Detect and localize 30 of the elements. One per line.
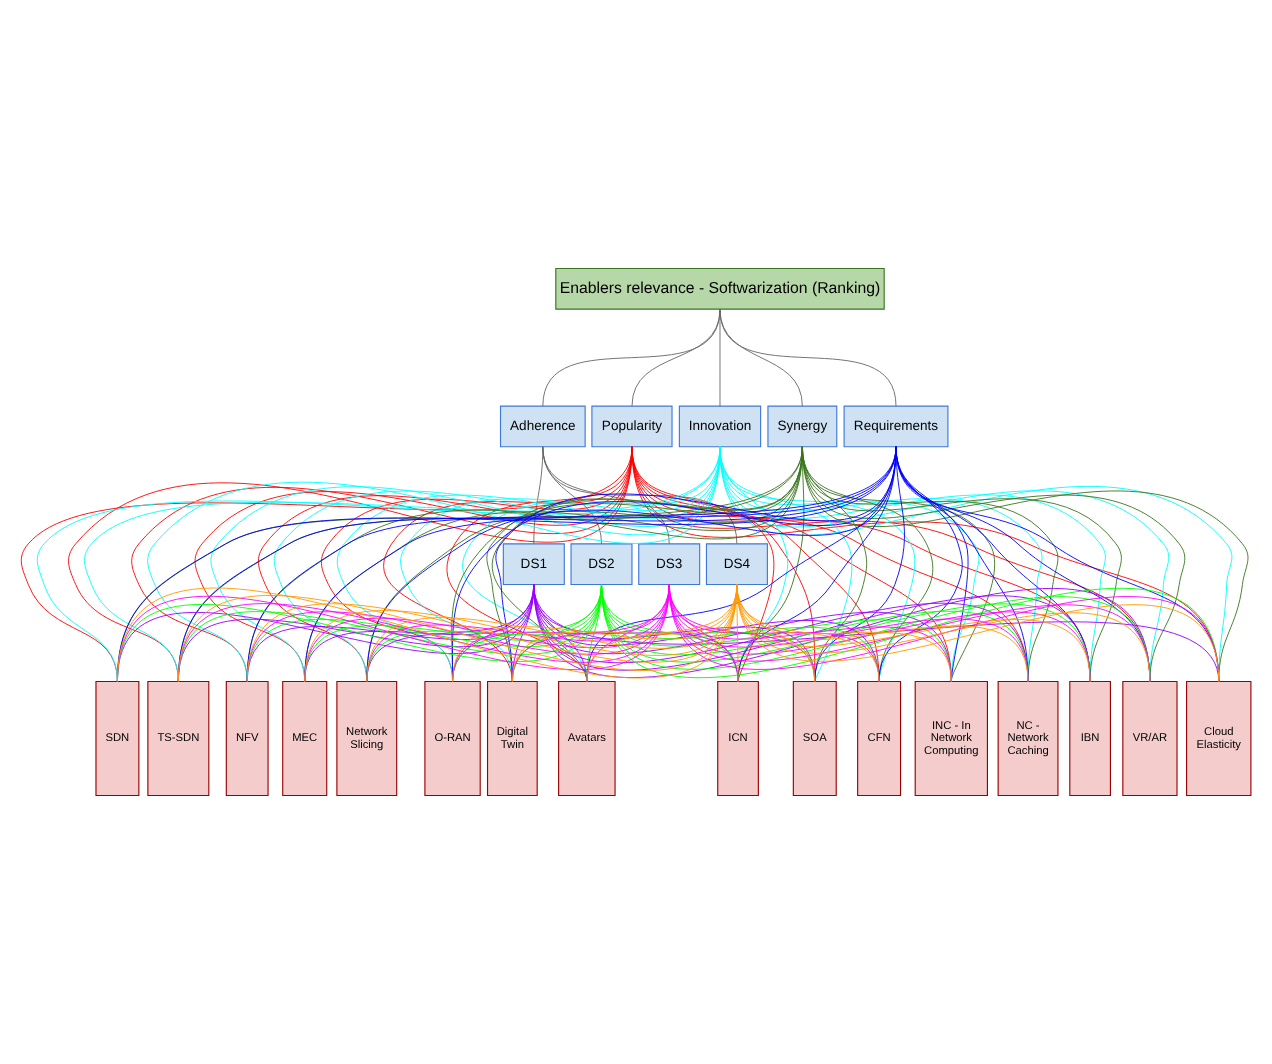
connector (601, 584, 816, 682)
connector (533, 584, 952, 682)
connector (719, 308, 721, 407)
connector (719, 446, 1043, 682)
connector (533, 584, 816, 682)
connector (246, 584, 602, 682)
connector (452, 584, 602, 682)
connector (366, 584, 602, 682)
connector (511, 584, 602, 682)
connector (452, 584, 738, 682)
connector (801, 446, 1059, 682)
connector (801, 446, 1122, 682)
connector (601, 584, 880, 682)
connector (586, 446, 897, 682)
connector (366, 584, 670, 682)
connector (601, 584, 952, 682)
connector (719, 446, 980, 682)
connector (719, 308, 803, 407)
connector (801, 446, 996, 682)
connector (304, 584, 602, 682)
connector (801, 446, 934, 682)
connector (511, 584, 670, 682)
connector (533, 584, 880, 682)
connector (814, 446, 905, 682)
connector (542, 308, 721, 407)
connector (719, 446, 916, 682)
connector (737, 446, 897, 682)
connector (719, 308, 897, 407)
connector (452, 584, 670, 682)
connector (631, 308, 721, 407)
